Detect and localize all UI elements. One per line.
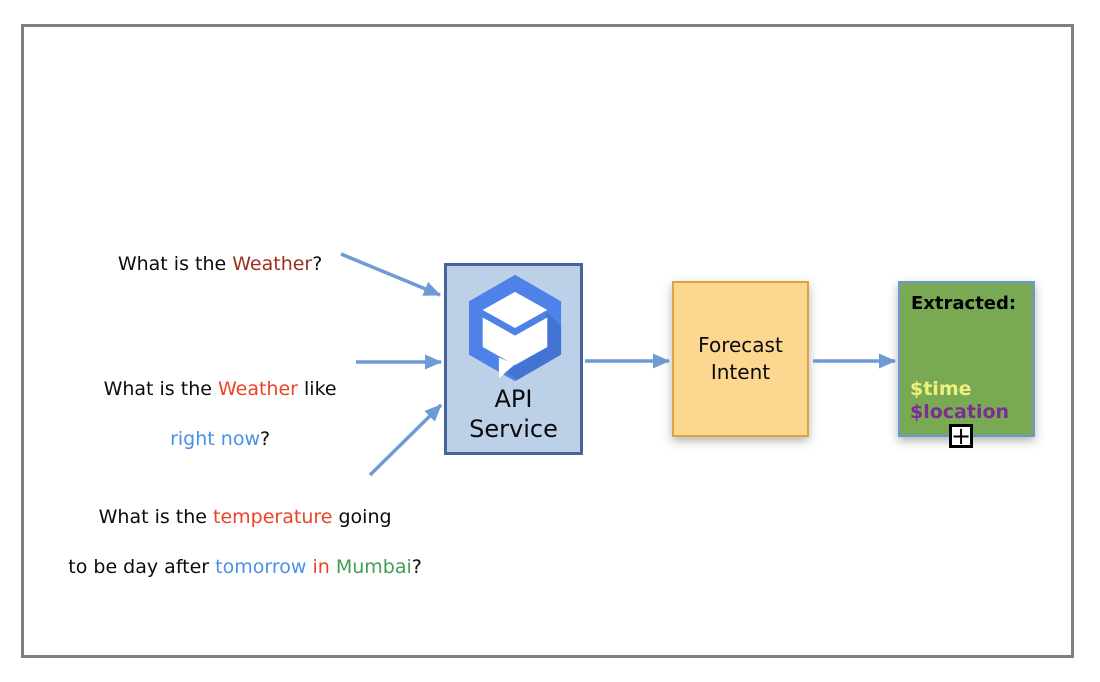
api-label-line2: Service [469, 415, 558, 443]
api-service-node: API Service [444, 263, 583, 455]
question-1: What is the Weather? [58, 227, 358, 302]
forecast-intent-label: Forecast Intent [698, 332, 783, 386]
entity-word: right now [170, 428, 260, 450]
question-3-text: to be day after [68, 556, 216, 578]
api-service-label: API Service [447, 384, 580, 444]
forecast-label-line1: Forecast [698, 333, 783, 357]
forecast-intent-node: Forecast Intent [672, 281, 809, 437]
question-2-text: What is the [103, 378, 218, 400]
entity-word: Mumbai [335, 556, 412, 578]
entity-word: in [312, 556, 330, 578]
question-3: What is the temperature going to be day … [28, 480, 438, 605]
question-2: What is the Weather like right now? [58, 352, 358, 477]
entity-word: Weather [232, 253, 313, 275]
extracted-node: Extracted: $time $location + [898, 281, 1035, 448]
entity-word: Weather [217, 378, 298, 400]
question-1-text: ? [312, 253, 323, 275]
entity-word: tomorrow [215, 556, 307, 578]
entity-time: $time [910, 378, 972, 400]
api-label-line1: API [494, 385, 533, 413]
question-2-text: like [297, 378, 337, 400]
diagram-frame [21, 24, 1074, 658]
question-3-text: going [332, 506, 392, 528]
question-3-text: What is the [98, 506, 214, 528]
extracted-title: Extracted: [911, 293, 1017, 314]
question-2-text: ? [259, 428, 271, 450]
extracted-entities: $time $location [910, 378, 1009, 424]
question-3-text: ? [411, 556, 422, 578]
dialogflow-icon [468, 274, 562, 382]
forecast-label-line2: Intent [710, 360, 771, 384]
plus-expand-icon[interactable]: + [949, 422, 973, 450]
entity-word: temperature [213, 506, 333, 528]
question-1-text: What is the [117, 253, 233, 275]
entity-location: $location [910, 401, 1010, 423]
